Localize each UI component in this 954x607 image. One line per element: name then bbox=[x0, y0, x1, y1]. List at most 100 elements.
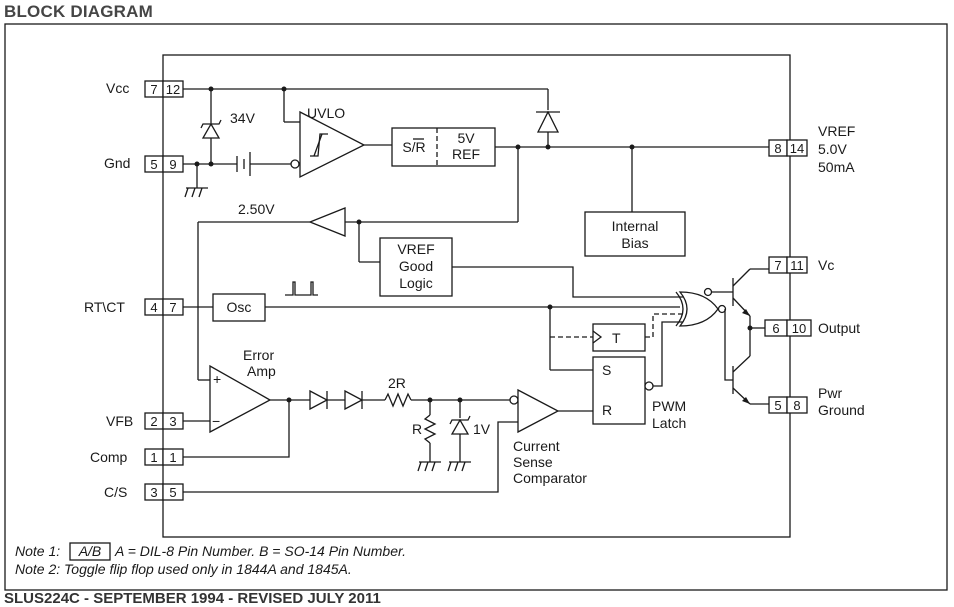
pwm-latch-label-2: Latch bbox=[652, 415, 686, 431]
page-title: BLOCK DIAGRAM bbox=[4, 2, 153, 21]
pin-gnd-b: 9 bbox=[169, 157, 176, 172]
pin-cs: C/S 3 5 bbox=[104, 483, 184, 501]
uvlo-label: UVLO bbox=[307, 105, 345, 121]
pin-cs-a: 3 bbox=[150, 485, 157, 500]
error-amp: + − Error Amp bbox=[183, 347, 310, 458]
pwm-latch-label-1: PWM bbox=[652, 398, 686, 414]
pin-gnd-a: 5 bbox=[150, 157, 157, 172]
zener-1v: 1V bbox=[447, 400, 491, 472]
note2-text: Note 2: Toggle flip flop used only in 18… bbox=[15, 561, 352, 577]
pin-vref-current: 50mA bbox=[818, 159, 855, 175]
note1-box: A/B bbox=[78, 543, 102, 559]
vref-good-label-3: Logic bbox=[399, 275, 432, 291]
footer-text: SLUS224C - SEPTEMBER 1994 - REVISED JULY… bbox=[4, 590, 381, 607]
vref-rail bbox=[345, 144, 769, 223]
pin-output-label: Output bbox=[818, 320, 860, 336]
sr-label: S/R bbox=[402, 139, 425, 155]
csc-label-3: Comparator bbox=[513, 470, 587, 486]
internal-bias-label-2: Bias bbox=[621, 235, 648, 251]
pin-comp: Comp 1 1 bbox=[90, 448, 184, 466]
pin-comp-a: 1 bbox=[150, 450, 157, 465]
pin-rtct-label: RT\CT bbox=[84, 299, 125, 315]
pin-rtct-b: 7 bbox=[169, 300, 176, 315]
pin-comp-b: 1 bbox=[169, 450, 176, 465]
zener-1v-label: 1V bbox=[473, 421, 491, 437]
error-amp-plus: + bbox=[213, 371, 221, 387]
note1-text: A = DIL-8 Pin Number. B = SO-14 Pin Numb… bbox=[114, 543, 406, 559]
resistor-2r: 2R bbox=[384, 375, 519, 408]
toggle-flip-flop: T bbox=[592, 313, 684, 352]
output-stage bbox=[711, 268, 769, 405]
latch-s-label: S bbox=[602, 362, 611, 378]
oscillator-block: Osc bbox=[183, 281, 680, 371]
resistor-2r-label: 2R bbox=[388, 375, 406, 391]
ref-5v-label: 5V bbox=[457, 130, 475, 146]
pin-output-b: 10 bbox=[792, 321, 806, 336]
pin-vref-voltage: 5.0V bbox=[818, 141, 847, 157]
pin-output-a: 6 bbox=[772, 321, 779, 336]
level-shift-diodes bbox=[309, 389, 385, 411]
pwm-latch: S R PWM Latch bbox=[592, 321, 686, 431]
latch-r-label: R bbox=[602, 402, 612, 418]
pin-vcc-a: 7 bbox=[150, 82, 157, 97]
pin-vcc: Vcc 7 12 bbox=[106, 80, 184, 98]
pin-pwr-ground: 5 8 Pwr Ground bbox=[768, 385, 865, 418]
notes: Note 1: A/B A = DIL-8 Pin Number. B = SO… bbox=[15, 542, 406, 577]
csc-label-1: Current bbox=[513, 438, 560, 454]
pin-vc-b: 11 bbox=[790, 258, 804, 273]
pin-cs-label: C/S bbox=[104, 484, 127, 500]
figure-frame bbox=[4, 23, 948, 591]
pin-vc-label: Vc bbox=[818, 257, 834, 273]
pin-pwr-ground-b: 8 bbox=[793, 398, 800, 413]
internal-bias-block: Internal Bias bbox=[584, 211, 686, 257]
ground-rail bbox=[183, 161, 237, 198]
osc-label: Osc bbox=[227, 299, 252, 315]
pin-pwr-label: Pwr bbox=[818, 385, 842, 401]
pin-vfb: VFB 2 3 bbox=[106, 412, 184, 430]
pin-rtct: RT\CT 4 7 bbox=[84, 298, 184, 316]
uvlo-comparator: UVLO bbox=[299, 105, 392, 179]
vref-good-label-1: VREF bbox=[397, 241, 434, 257]
pin-vcc-b: 12 bbox=[166, 82, 180, 97]
resistor-r-label: R bbox=[412, 421, 422, 437]
error-amp-label-1: Error bbox=[243, 347, 274, 363]
current-sense-comparator: Current Sense Comparator bbox=[183, 388, 593, 493]
vref-good-logic-block: VREF Good Logic bbox=[379, 237, 684, 298]
pin-vref-b: 14 bbox=[790, 141, 804, 156]
pin-output: 6 10 Output bbox=[764, 319, 860, 337]
sr-5v-ref-block: S/R 5V REF bbox=[391, 127, 496, 167]
toggle-label: T bbox=[612, 330, 621, 346]
zener-34v: 34V bbox=[200, 110, 256, 139]
pin-pwr-ground-a: 5 bbox=[774, 398, 781, 413]
pin-comp-label: Comp bbox=[90, 449, 128, 465]
nor-gate bbox=[675, 287, 727, 327]
internal-bias-label-1: Internal bbox=[612, 218, 659, 234]
pin-vfb-a: 2 bbox=[150, 414, 157, 429]
pin-gnd-label: Gnd bbox=[104, 155, 130, 171]
error-amp-label-2: Amp bbox=[247, 363, 276, 379]
pin-vc-a: 7 bbox=[774, 258, 781, 273]
resistor-r: R bbox=[412, 400, 441, 472]
pin-vref-a: 8 bbox=[774, 141, 781, 156]
vref-diode bbox=[536, 110, 560, 147]
csc-label-2: Sense bbox=[513, 454, 553, 470]
battery-reference-icon bbox=[236, 152, 300, 176]
ref-2-50v-buffer: 2.50V bbox=[197, 201, 380, 381]
vref-good-label-2: Good bbox=[399, 258, 433, 274]
pin-ground-label: Ground bbox=[818, 402, 865, 418]
pin-cs-b: 5 bbox=[169, 485, 176, 500]
pin-vc: 7 11 Vc bbox=[768, 256, 834, 274]
pin-vcc-label: Vcc bbox=[106, 80, 129, 96]
ref-label: REF bbox=[452, 146, 480, 162]
zener-34v-label: 34V bbox=[230, 110, 256, 126]
note1-prefix: Note 1: bbox=[15, 543, 60, 559]
pin-vref-label: VREF bbox=[818, 123, 855, 139]
pin-rtct-a: 4 bbox=[150, 300, 157, 315]
ref-2-50v-label: 2.50V bbox=[238, 201, 275, 217]
pin-vref: 8 14 VREF 5.0V 50mA bbox=[768, 123, 855, 175]
pulse-icon bbox=[285, 281, 318, 296]
ic-boundary bbox=[162, 54, 791, 538]
pin-vfb-label: VFB bbox=[106, 413, 133, 429]
pin-gnd: Gnd 5 9 bbox=[104, 155, 184, 173]
